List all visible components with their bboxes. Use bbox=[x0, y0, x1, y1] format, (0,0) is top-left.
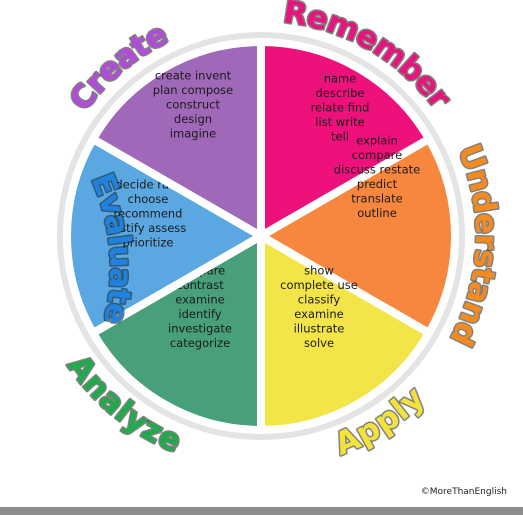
copyright-credit: ©MoreThanEnglish bbox=[420, 487, 507, 497]
understand-verb-line: compare bbox=[352, 148, 402, 162]
remember-verb-line: relate find bbox=[311, 101, 370, 115]
remember-verb-line: tell bbox=[331, 130, 349, 144]
create-verb-line: construct bbox=[166, 98, 220, 112]
evaluate-verb-line: recommend bbox=[114, 207, 183, 221]
create-verb-line: imagine bbox=[170, 127, 216, 141]
wedge-analyze bbox=[88, 232, 265, 434]
evaluate-verb-line: choose bbox=[128, 192, 169, 206]
analyze-verb-line: categorize bbox=[170, 336, 230, 350]
apply-verb-line: classify bbox=[298, 292, 341, 306]
bottom-bar bbox=[0, 507, 523, 515]
analyze-verb-line: investigate bbox=[168, 322, 232, 336]
apply-verb-line: complete use bbox=[280, 278, 358, 292]
evaluate-verb-line: justify assess bbox=[109, 221, 187, 235]
wedge-create bbox=[88, 38, 265, 240]
apply-verb-line: illustrate bbox=[294, 321, 345, 335]
wedge-apply bbox=[257, 232, 434, 434]
analyze-verb-line: examine bbox=[175, 293, 225, 307]
wedge-evaluate bbox=[63, 135, 265, 337]
create-verb-line: create invent bbox=[155, 69, 232, 83]
remember-verb-line: list write bbox=[315, 115, 364, 129]
analyze-verb-line: identify bbox=[178, 307, 221, 321]
understand-verb-line: discuss restate bbox=[334, 162, 420, 176]
create-verb-line: design bbox=[174, 112, 212, 126]
create-verb-line: plan compose bbox=[153, 83, 233, 97]
understand-verb-line: outline bbox=[357, 206, 397, 220]
wedge-understand bbox=[257, 135, 459, 337]
understand-verb-line: predict bbox=[357, 177, 398, 191]
apply-verb-line: solve bbox=[304, 336, 334, 350]
remember-verb-line: describe bbox=[316, 86, 365, 100]
apply-verb-line: show bbox=[304, 263, 334, 277]
understand-verb-line: translate bbox=[351, 191, 402, 205]
remember-verb-line: name bbox=[324, 72, 357, 86]
wedge-remember bbox=[257, 38, 434, 240]
evaluate-verb-line: prioritize bbox=[123, 236, 174, 250]
apply-verb-line: examine bbox=[294, 307, 344, 321]
understand-verb-line: explain bbox=[356, 133, 398, 147]
